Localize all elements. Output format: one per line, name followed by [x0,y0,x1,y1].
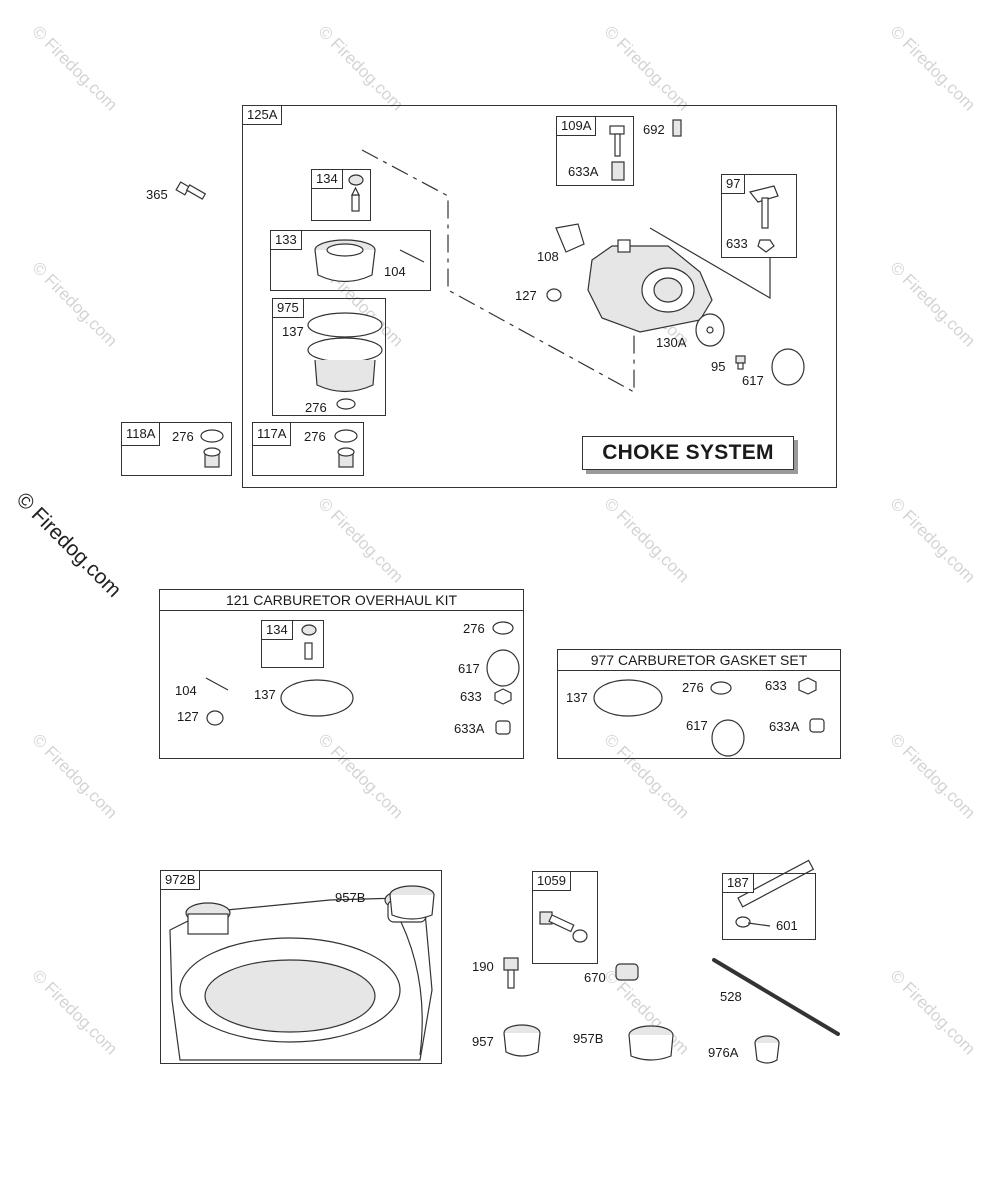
fitting-190-icon [503,957,519,989]
fuel-cap-957b-icon [628,1025,674,1061]
box-label-97: 97 [721,174,746,194]
fuel-hose-528-icon [712,958,840,1036]
float-133-icon [314,239,425,283]
part-label: 528 [720,989,742,1004]
box-label-1059: 1059 [532,871,571,891]
part-label: 137 [282,324,304,339]
part-label: 617 [686,718,708,733]
gasket-set-title: 977 CARBURETOR GASKET SET [558,650,840,671]
part-label: 95 [711,359,726,374]
bushing-670-icon [615,963,639,981]
leader-line [361,149,771,394]
part-label: 190 [472,959,494,974]
part-label: 365 [146,187,168,202]
gasket-set-panel: 977 CARBURETOR GASKET SET [557,649,841,759]
group-box-97 [721,174,797,258]
part-label: 276 [304,429,326,444]
part-label: 137 [566,690,588,705]
part-label: 957B [335,890,366,905]
part-label: 137 [254,687,276,702]
group-box-187 [722,873,816,940]
part-label: 127 [515,288,537,303]
part-label: 276 [305,400,327,415]
group-box-133 [270,230,431,291]
fuel-cap-957-icon [503,1024,541,1057]
plug-118a-icon [200,429,224,468]
part-label: 601 [776,918,798,933]
box-label-134-kit: 134 [261,620,293,640]
choke-plate-130a-icon [695,313,725,347]
part-label: 692 [643,122,665,137]
part-label: 127 [177,709,199,724]
box-label-975: 975 [272,298,304,318]
fuel-inlet-109a-icon [609,119,682,181]
part-label: 633 [765,678,787,693]
carburetor-body-icon [546,223,713,333]
plug-117a-icon [334,429,358,468]
kit-parts-icon [205,621,520,735]
part-label: 276 [463,621,485,636]
box-label-117a: 117A [252,422,292,446]
fuel-line-187-icon [735,859,815,928]
group-box-975 [272,298,386,416]
fuel-tank-panel [160,870,442,1064]
choke-shaft-97-icon [748,185,779,253]
choke-system-title: CHOKE SYSTEM [582,436,794,470]
box-label-972b: 972B [160,870,201,890]
box-label-125a: 125A [242,105,283,125]
part-label: 633 [460,689,482,704]
box-label-134: 134 [311,169,343,189]
group-box-118a [121,422,232,476]
part-label: 617 [742,373,764,388]
part-label: 104 [175,683,197,698]
overhaul-kit-title: 121 CARBURETOR OVERHAUL KIT [160,590,523,611]
box-label-118a: 118A [121,422,161,446]
part-label: 276 [172,429,194,444]
choke-system-panel [242,105,837,488]
box-label-109a: 109A [556,116,597,136]
screw-365-icon [175,181,207,200]
fuel-cap-957b-tank-icon [389,885,435,920]
gasket-617-icon [771,348,805,386]
part-label: 633A [769,719,800,734]
inlet-needle-134-icon [348,174,364,212]
part-label: 108 [537,249,559,264]
part-label: 957B [573,1031,604,1046]
overhaul-kit-panel: 121 CARBURETOR OVERHAUL KIT [159,589,524,759]
part-label: 130A [656,335,687,350]
group-box-117a [252,422,364,476]
gasket-set-parts-icon [593,677,825,757]
part-label: 633A [454,721,485,736]
box-label-133: 133 [270,230,302,250]
part-label: 617 [458,661,480,676]
part-label: 976A [708,1045,739,1060]
primer-976a-icon [754,1035,780,1064]
part-label: 633 [726,236,748,251]
part-label: 633A [568,164,599,179]
screw-95-icon [735,355,746,370]
part-label: 104 [384,264,406,279]
part-label: 957 [472,1034,494,1049]
float-bowl-975-icon [307,312,383,410]
box-label-187: 187 [722,873,754,893]
fuel-valve-1059-icon [539,911,588,943]
part-label: 670 [584,970,606,985]
part-label: 276 [682,680,704,695]
